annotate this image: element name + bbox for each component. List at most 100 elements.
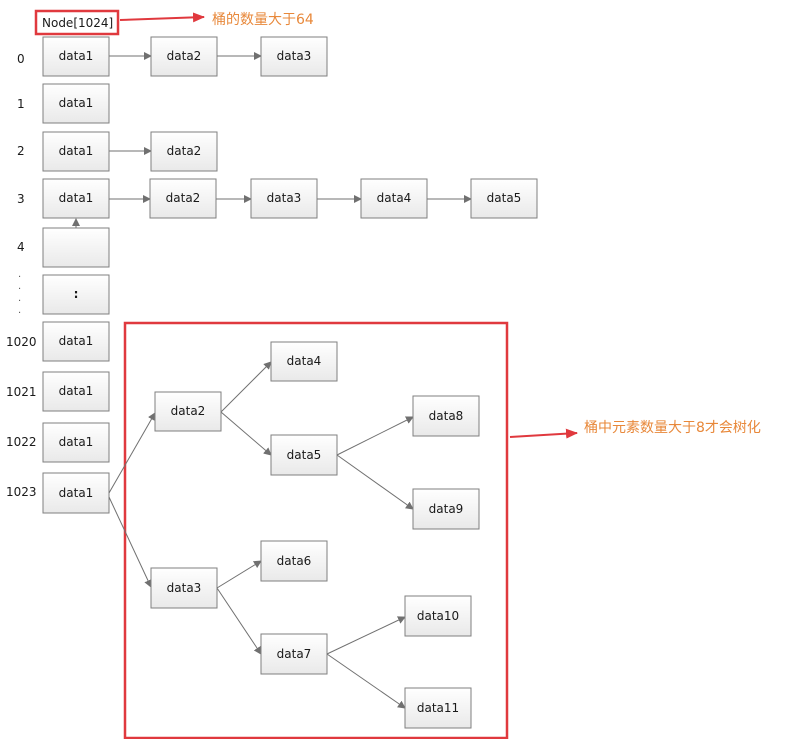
tree-node-data2: data2 xyxy=(154,391,222,432)
node-box xyxy=(404,687,472,729)
bucket-3-node-2: data2 xyxy=(149,178,217,219)
bucket-2-node-1: data1 xyxy=(42,131,110,172)
bucket-0-node-3: data3 xyxy=(260,36,328,77)
node-box xyxy=(42,371,110,412)
index-label: 2 xyxy=(17,144,25,158)
tree-node-data4: data4 xyxy=(270,341,338,382)
node-box xyxy=(150,131,218,172)
ellipsis-label: : xyxy=(74,287,79,301)
array-title-label: Node[1024] xyxy=(42,16,113,30)
node-label: data10 xyxy=(417,609,459,623)
index-label: 0 xyxy=(17,52,25,66)
vertical-ellipsis: · xyxy=(18,296,21,307)
node-label: data4 xyxy=(377,191,412,205)
index-label: 1023 xyxy=(6,485,37,499)
node-box xyxy=(154,391,222,432)
bucket-ellipsis: : xyxy=(42,274,110,315)
bucket-3-node-4: data4 xyxy=(360,178,428,219)
tree-node-data9: data9 xyxy=(412,488,480,530)
bucket-0-node-2: data2 xyxy=(150,36,218,77)
node-label: data1 xyxy=(59,144,94,158)
node-label: data5 xyxy=(487,191,522,205)
bucket-1020-node-1: data1 xyxy=(42,321,110,362)
bucket-1023-node-1: data1 xyxy=(42,472,110,514)
bucket-3-node-5: data5 xyxy=(470,178,538,219)
tree-node-data8: data8 xyxy=(412,395,480,437)
tree-edge xyxy=(108,496,152,588)
node-label: data1 xyxy=(59,334,94,348)
tree-node-data7: data7 xyxy=(260,633,328,675)
node-label: data7 xyxy=(277,647,312,661)
bucket-1021-node-1: data1 xyxy=(42,371,110,412)
index-label: 1022 xyxy=(6,435,37,449)
array-title-frame xyxy=(34,9,120,36)
node-label: data1 xyxy=(59,486,94,500)
index-label: 1021 xyxy=(6,385,37,399)
bucket-4-empty xyxy=(42,227,110,268)
bucket-1-node-1: data1 xyxy=(42,83,110,124)
tree-nodes: data2 data3 data4 data5 data6 data7 data… xyxy=(150,341,480,729)
node-label: data1 xyxy=(59,49,94,63)
tree-node-data5: data5 xyxy=(270,434,338,476)
node-label: data1 xyxy=(59,435,94,449)
node-box xyxy=(270,341,338,382)
node-box xyxy=(260,36,328,77)
tree-node-data11: data11 xyxy=(404,687,472,729)
node-label: data3 xyxy=(277,49,312,63)
node-box xyxy=(360,178,428,219)
node-box xyxy=(42,131,110,172)
tree-edge xyxy=(336,416,414,456)
node-label: data2 xyxy=(167,144,202,158)
tree-edge xyxy=(216,587,262,655)
node-box xyxy=(149,178,217,219)
node-box xyxy=(260,540,328,582)
tree-edge xyxy=(336,454,414,510)
node-label: data6 xyxy=(277,554,312,568)
array-title: Node[1024] xyxy=(34,9,120,36)
node-label: data8 xyxy=(429,409,464,423)
node-box xyxy=(42,83,110,124)
node-label: data1 xyxy=(59,96,94,110)
bucket-2-node-2: data2 xyxy=(150,131,218,172)
node-label: data4 xyxy=(287,354,322,368)
node-box xyxy=(250,178,318,219)
tree-region-frame xyxy=(123,321,509,739)
tree-note-arrow xyxy=(509,428,578,439)
node-label: data2 xyxy=(167,49,202,63)
node-label: data3 xyxy=(267,191,302,205)
node-box xyxy=(150,567,218,609)
node-label: data1 xyxy=(59,191,94,205)
index-label: 1 xyxy=(17,97,25,111)
node-label: data1 xyxy=(59,384,94,398)
vertical-ellipsis: · xyxy=(18,284,21,295)
node-box xyxy=(412,488,480,530)
tree-node-data3: data3 xyxy=(150,567,218,609)
tree-edge xyxy=(216,560,262,589)
node-box xyxy=(404,595,472,637)
index-label: 4 xyxy=(17,240,25,254)
node-box xyxy=(42,227,110,268)
vertical-ellipsis: · xyxy=(18,308,21,319)
node-box xyxy=(42,178,110,219)
vertical-ellipsis: · xyxy=(18,272,21,283)
node-box xyxy=(150,36,218,77)
node-box xyxy=(412,395,480,437)
node-label: data2 xyxy=(171,404,206,418)
node-label: data2 xyxy=(166,191,201,205)
node-box xyxy=(470,178,538,219)
title-arrow xyxy=(119,12,205,23)
bucket-indices: 0 1 2 3 4 · · · · 1020 1021 1022 1023 xyxy=(6,52,37,499)
bucket-0-node-1: data1 xyxy=(42,36,110,77)
node-label: data9 xyxy=(429,502,464,516)
bucket-3-node-1: data1 xyxy=(42,178,110,219)
bucket-3-node-3: data3 xyxy=(250,178,318,219)
node-box xyxy=(42,274,110,315)
note-tree: 桶中元素数量大于8才会树化 xyxy=(584,420,761,436)
tree-edge xyxy=(326,653,406,709)
node-box xyxy=(42,36,110,77)
index-label: 3 xyxy=(17,192,25,206)
index-label: 1020 xyxy=(6,335,37,349)
bucket-1022-node-1: data1 xyxy=(42,422,110,463)
tree-edge xyxy=(326,616,406,655)
